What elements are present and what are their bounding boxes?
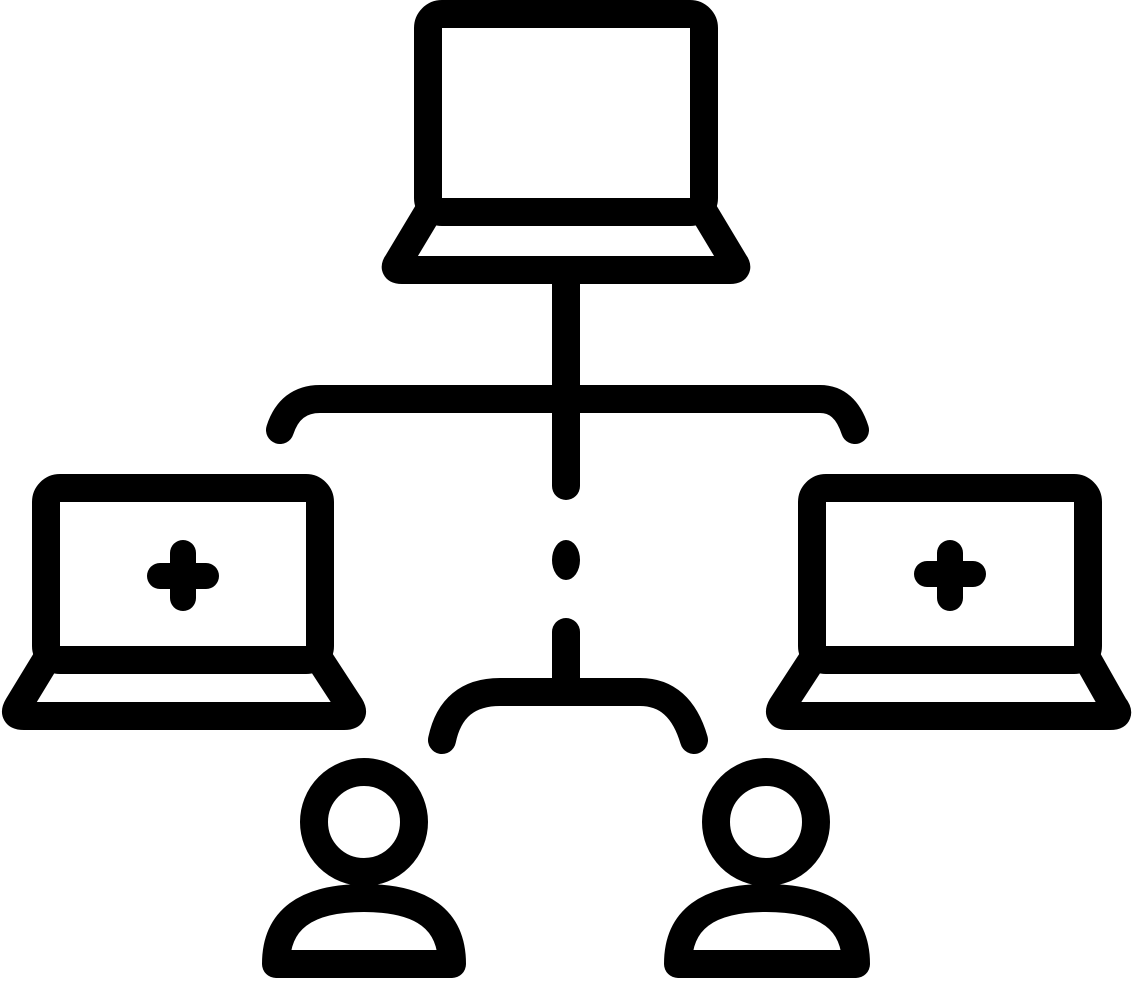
medical-cross-icon [914,540,986,611]
lower-branch-connector [428,678,708,754]
right-user-body [664,884,870,978]
upper-branch-connector [266,385,869,444]
right-laptop-screen [798,474,1102,674]
left-user-head [300,758,428,886]
left-laptop-screen [32,474,334,674]
dot-connector [552,540,580,580]
left-user-body [262,884,466,978]
right-laptop-icon [766,474,1132,730]
right-user-head [702,758,830,886]
right-laptop-base [766,646,1132,730]
left-laptop-icon [2,474,366,730]
left-user-icon [262,758,466,978]
left-laptop-base [2,646,366,730]
top-laptop-screen [414,0,718,226]
medical-cross-icon [147,540,219,611]
top-laptop-icon [381,0,751,284]
right-user-icon [664,758,870,978]
